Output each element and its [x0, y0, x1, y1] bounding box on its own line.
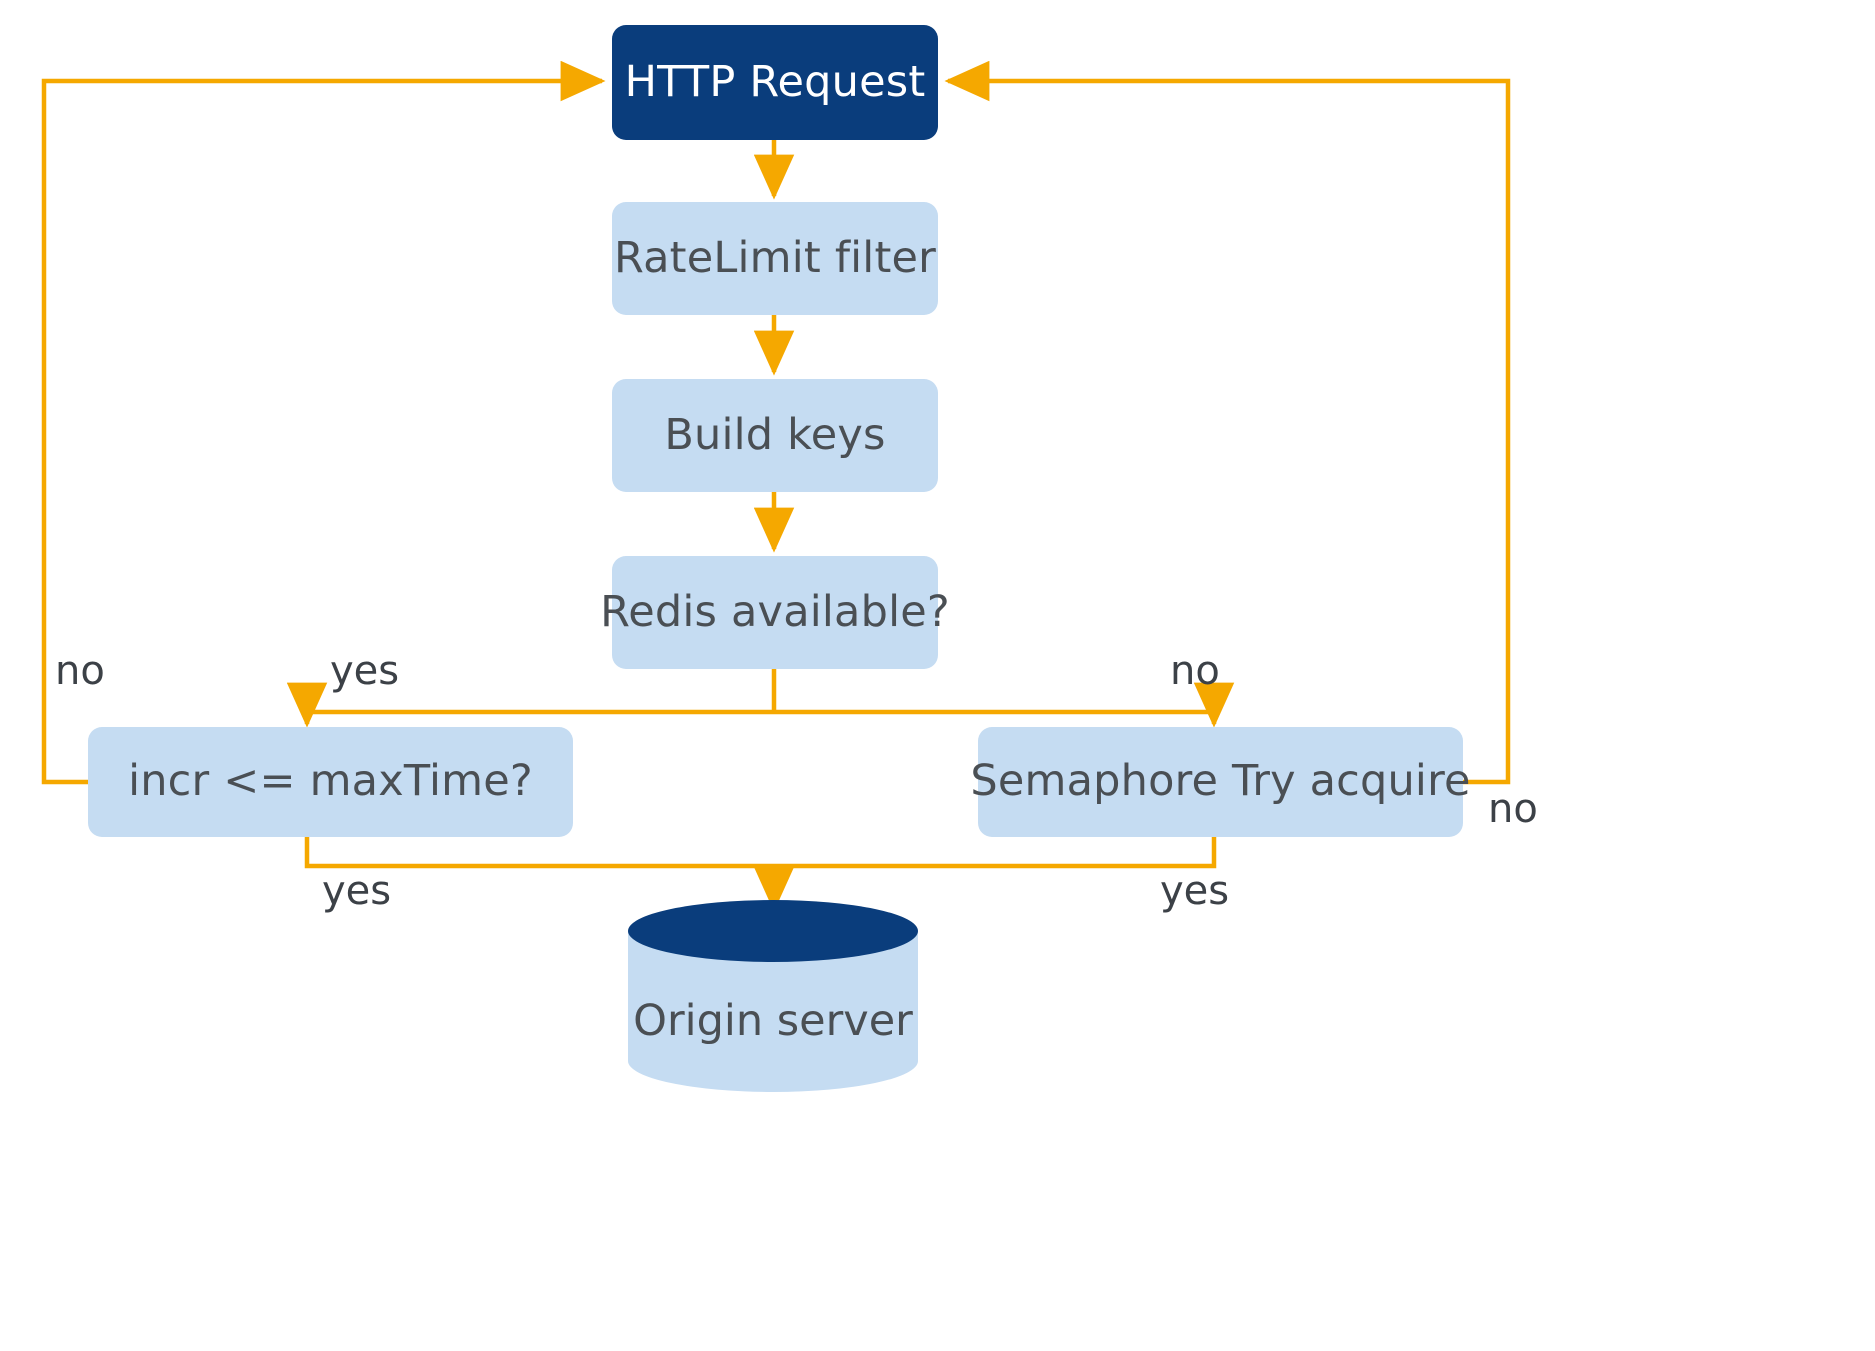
node-origin-server-label: Origin server	[633, 996, 913, 1046]
node-semaphore-try-acquire[interactable]: Semaphore Try acquire	[970, 727, 1470, 837]
edge-label-semaphore-yes: yes	[1160, 868, 1230, 914]
edge-label-redis-yes-left: yes	[330, 648, 400, 694]
node-ratelimit-filter[interactable]: RateLimit filter	[612, 202, 938, 315]
node-origin-server[interactable]: Origin server	[628, 900, 918, 1092]
edge-label-redis-no-right: no	[1170, 648, 1220, 694]
node-incr-max-time-label: incr <= maxTime?	[128, 756, 533, 807]
edge-semaphore-yes-stem	[774, 836, 1217, 869]
edge-label-semaphore-no-right: no	[1488, 786, 1538, 832]
node-http-request-label: HTTP Request	[624, 56, 926, 107]
node-build-keys-label: Build keys	[664, 409, 886, 460]
node-semaphore-try-acquire-label: Semaphore Try acquire	[970, 756, 1471, 807]
edge-label-redis-no-left: no	[55, 648, 105, 694]
node-incr-max-time[interactable]: incr <= maxTime?	[88, 727, 573, 837]
node-http-request[interactable]: HTTP Request	[612, 25, 938, 140]
edge-semaphore-no-to-http	[944, 60, 1511, 785]
edge-label-incr-yes: yes	[322, 868, 392, 914]
node-redis-available[interactable]: Redis available?	[600, 556, 950, 669]
cylinder-shape	[628, 900, 918, 1092]
edge-incr-yes-stem	[304, 836, 774, 869]
node-redis-available-label: Redis available?	[600, 586, 950, 637]
node-ratelimit-filter-label: RateLimit filter	[613, 232, 937, 283]
node-build-keys[interactable]: Build keys	[612, 379, 938, 492]
edge-incr-no-to-http	[41, 60, 606, 785]
